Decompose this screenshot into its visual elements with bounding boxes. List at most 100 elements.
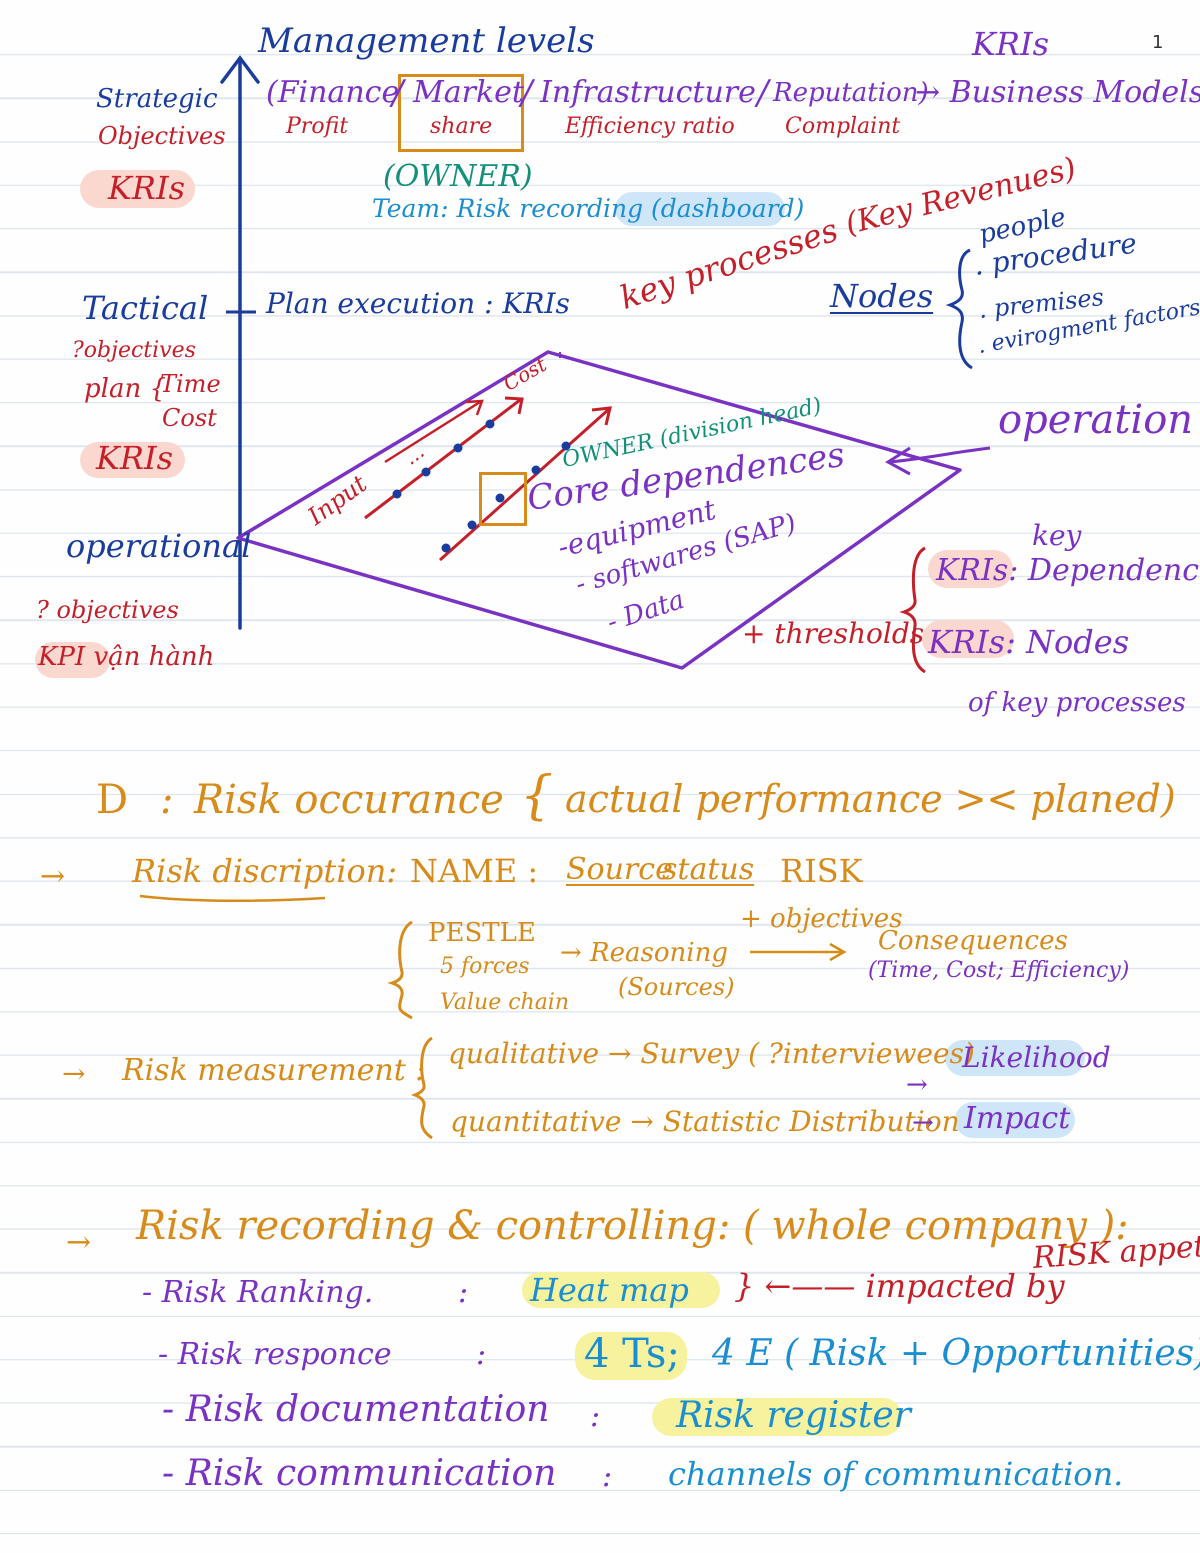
quantitative-line: quantitative → Statistic Distribution <box>450 1105 960 1138</box>
plan-execution-kri: Plan execution : KRIs <box>266 287 570 320</box>
process-node <box>453 443 463 453</box>
strategic-label: Strategic <box>96 84 218 114</box>
chain-reputation: Reputation) <box>773 78 929 108</box>
risk-source-label: Source <box>566 852 673 887</box>
tactical-time: Time <box>160 370 221 398</box>
kri-of-key-processes: of key processes <box>968 688 1186 718</box>
risk-status-label: status <box>662 852 755 887</box>
input-arrowhead <box>465 399 484 416</box>
market-share-box <box>398 74 524 152</box>
sources-brace <box>387 920 413 1020</box>
process-line-2-arrowhead <box>591 406 612 426</box>
tactical-plan: plan { <box>84 374 167 404</box>
tactical-label: Tactical <box>82 289 209 327</box>
strategic-objectives: Objectives <box>98 122 226 150</box>
highlight-kpi-operational <box>35 642 110 678</box>
risk-occurance-marker: D <box>96 777 129 823</box>
risk-recording-arrow: → <box>66 1225 92 1260</box>
spacer <box>846 254 950 264</box>
consequence-arrowhead <box>829 942 847 962</box>
process-node <box>485 419 495 429</box>
process-node <box>421 467 431 477</box>
strategic-kri: KRIs <box>108 169 186 207</box>
highlight-impact <box>955 1102 1075 1138</box>
measurement-brace <box>410 1036 433 1140</box>
risk-occurance-brace: { <box>520 766 554 826</box>
risk-documentation-label: - Risk documentation <box>162 1389 550 1430</box>
process-node <box>392 489 402 499</box>
highlight-kri-dependence <box>928 550 1013 588</box>
process-node <box>495 493 505 503</box>
source-value-chain: Value chain <box>440 990 570 1015</box>
highlight-risk-register <box>652 1398 902 1436</box>
tactical-kri: KRIs <box>96 439 174 477</box>
sub-efficiency-ratio: Efficiency ratio <box>565 114 735 139</box>
risk-description-arrow: → <box>40 859 66 894</box>
risk-ranking-colon: : <box>458 1275 469 1310</box>
impacted-by-label: } ←—— impacted by <box>734 1267 1065 1305</box>
page-number: 1 <box>1152 32 1164 53</box>
chain-slash-2: / <box>521 73 533 113</box>
qualitative-line: qualitative → Survey ( ?interviewees) <box>448 1037 975 1070</box>
process-node <box>531 465 541 475</box>
four-e-value: 4 E ( Risk + Opportunities) <box>712 1333 1200 1374</box>
thresholds-label: + thresholds <box>742 617 925 650</box>
risk-communication-colon: : <box>602 1459 613 1494</box>
highlight-4ts <box>575 1332 687 1380</box>
process-node <box>467 520 477 530</box>
impact-label: Impact <box>964 1101 1071 1136</box>
sub-share: share <box>430 114 493 139</box>
heat-map-value: Heat map <box>530 1271 689 1309</box>
reasoning-label: → Reasoning <box>560 938 728 968</box>
consequences-label: Consequences <box>878 926 1068 956</box>
operational-label: operational <box>66 527 252 565</box>
tactical-objectives: ?objectives <box>72 338 196 363</box>
management-levels-title: Management levels <box>258 21 595 61</box>
chain-market: Market <box>413 75 524 110</box>
process-line-1 <box>364 398 521 520</box>
risk-occurance-colon: : <box>160 777 174 823</box>
risk-risk-label: RISK <box>780 852 863 890</box>
risk-description-label: Risk discription: <box>132 852 398 890</box>
tactical-cost: Cost <box>162 404 217 432</box>
chain-business-models: → Business Models. <box>915 75 1200 110</box>
operation-arrow <box>889 446 991 464</box>
chain-slash-1: / <box>392 73 404 113</box>
axis-arrowhead <box>220 55 260 84</box>
risk-recording-title: Risk recording & controlling: ( whole co… <box>136 1203 1129 1249</box>
consequences-detail: (Time, Cost; Efficiency) <box>868 958 1130 983</box>
channels-value: channels of communication. <box>668 1455 1124 1493</box>
risk-occurance-formula: actual performance >< planed) <box>565 777 1176 821</box>
sources-paren: (Sources) <box>618 973 735 1001</box>
risk-description-underline <box>139 894 326 903</box>
team-risk-recording: Team: Risk recording (dashboard) <box>372 194 805 223</box>
core-node-box <box>479 472 527 526</box>
highlight-kri-tactical <box>80 442 185 478</box>
kri-dependence: KRIs: Dependence <box>936 553 1200 588</box>
risk-response-label: - Risk responce <box>158 1337 392 1372</box>
chain-slash-3: / <box>757 73 769 113</box>
kri-nodes: KRIs: Nodes <box>928 623 1130 661</box>
process-node <box>561 441 571 451</box>
measure-arrow-1: → <box>906 1070 928 1100</box>
operational-objectives: ? objectives <box>36 596 179 624</box>
likelihood-label: Likelihood <box>962 1041 1111 1074</box>
owner-label: (OWNER) <box>383 159 533 194</box>
sub-profit: Profit <box>286 114 349 139</box>
process-node <box>441 543 451 553</box>
kri-brace <box>899 546 926 674</box>
kri-key-label: key <box>1032 519 1082 552</box>
source-5-forces: 5 forces <box>440 954 530 979</box>
operation-label: operation <box>998 397 1194 443</box>
risk-name-label: NAME : <box>410 852 539 890</box>
nodes-label: Nodes <box>830 277 934 315</box>
operational-kpi: KPI vận hành <box>38 642 215 672</box>
risk-response-colon: : <box>476 1337 487 1372</box>
highlight-heat-map <box>522 1272 720 1308</box>
sub-complaint: Complaint <box>785 114 901 139</box>
chain-finance: (Finance <box>266 75 400 110</box>
chain-infrastructure: Infrastructure <box>540 75 756 110</box>
risk-register-value: Risk register <box>676 1395 911 1436</box>
